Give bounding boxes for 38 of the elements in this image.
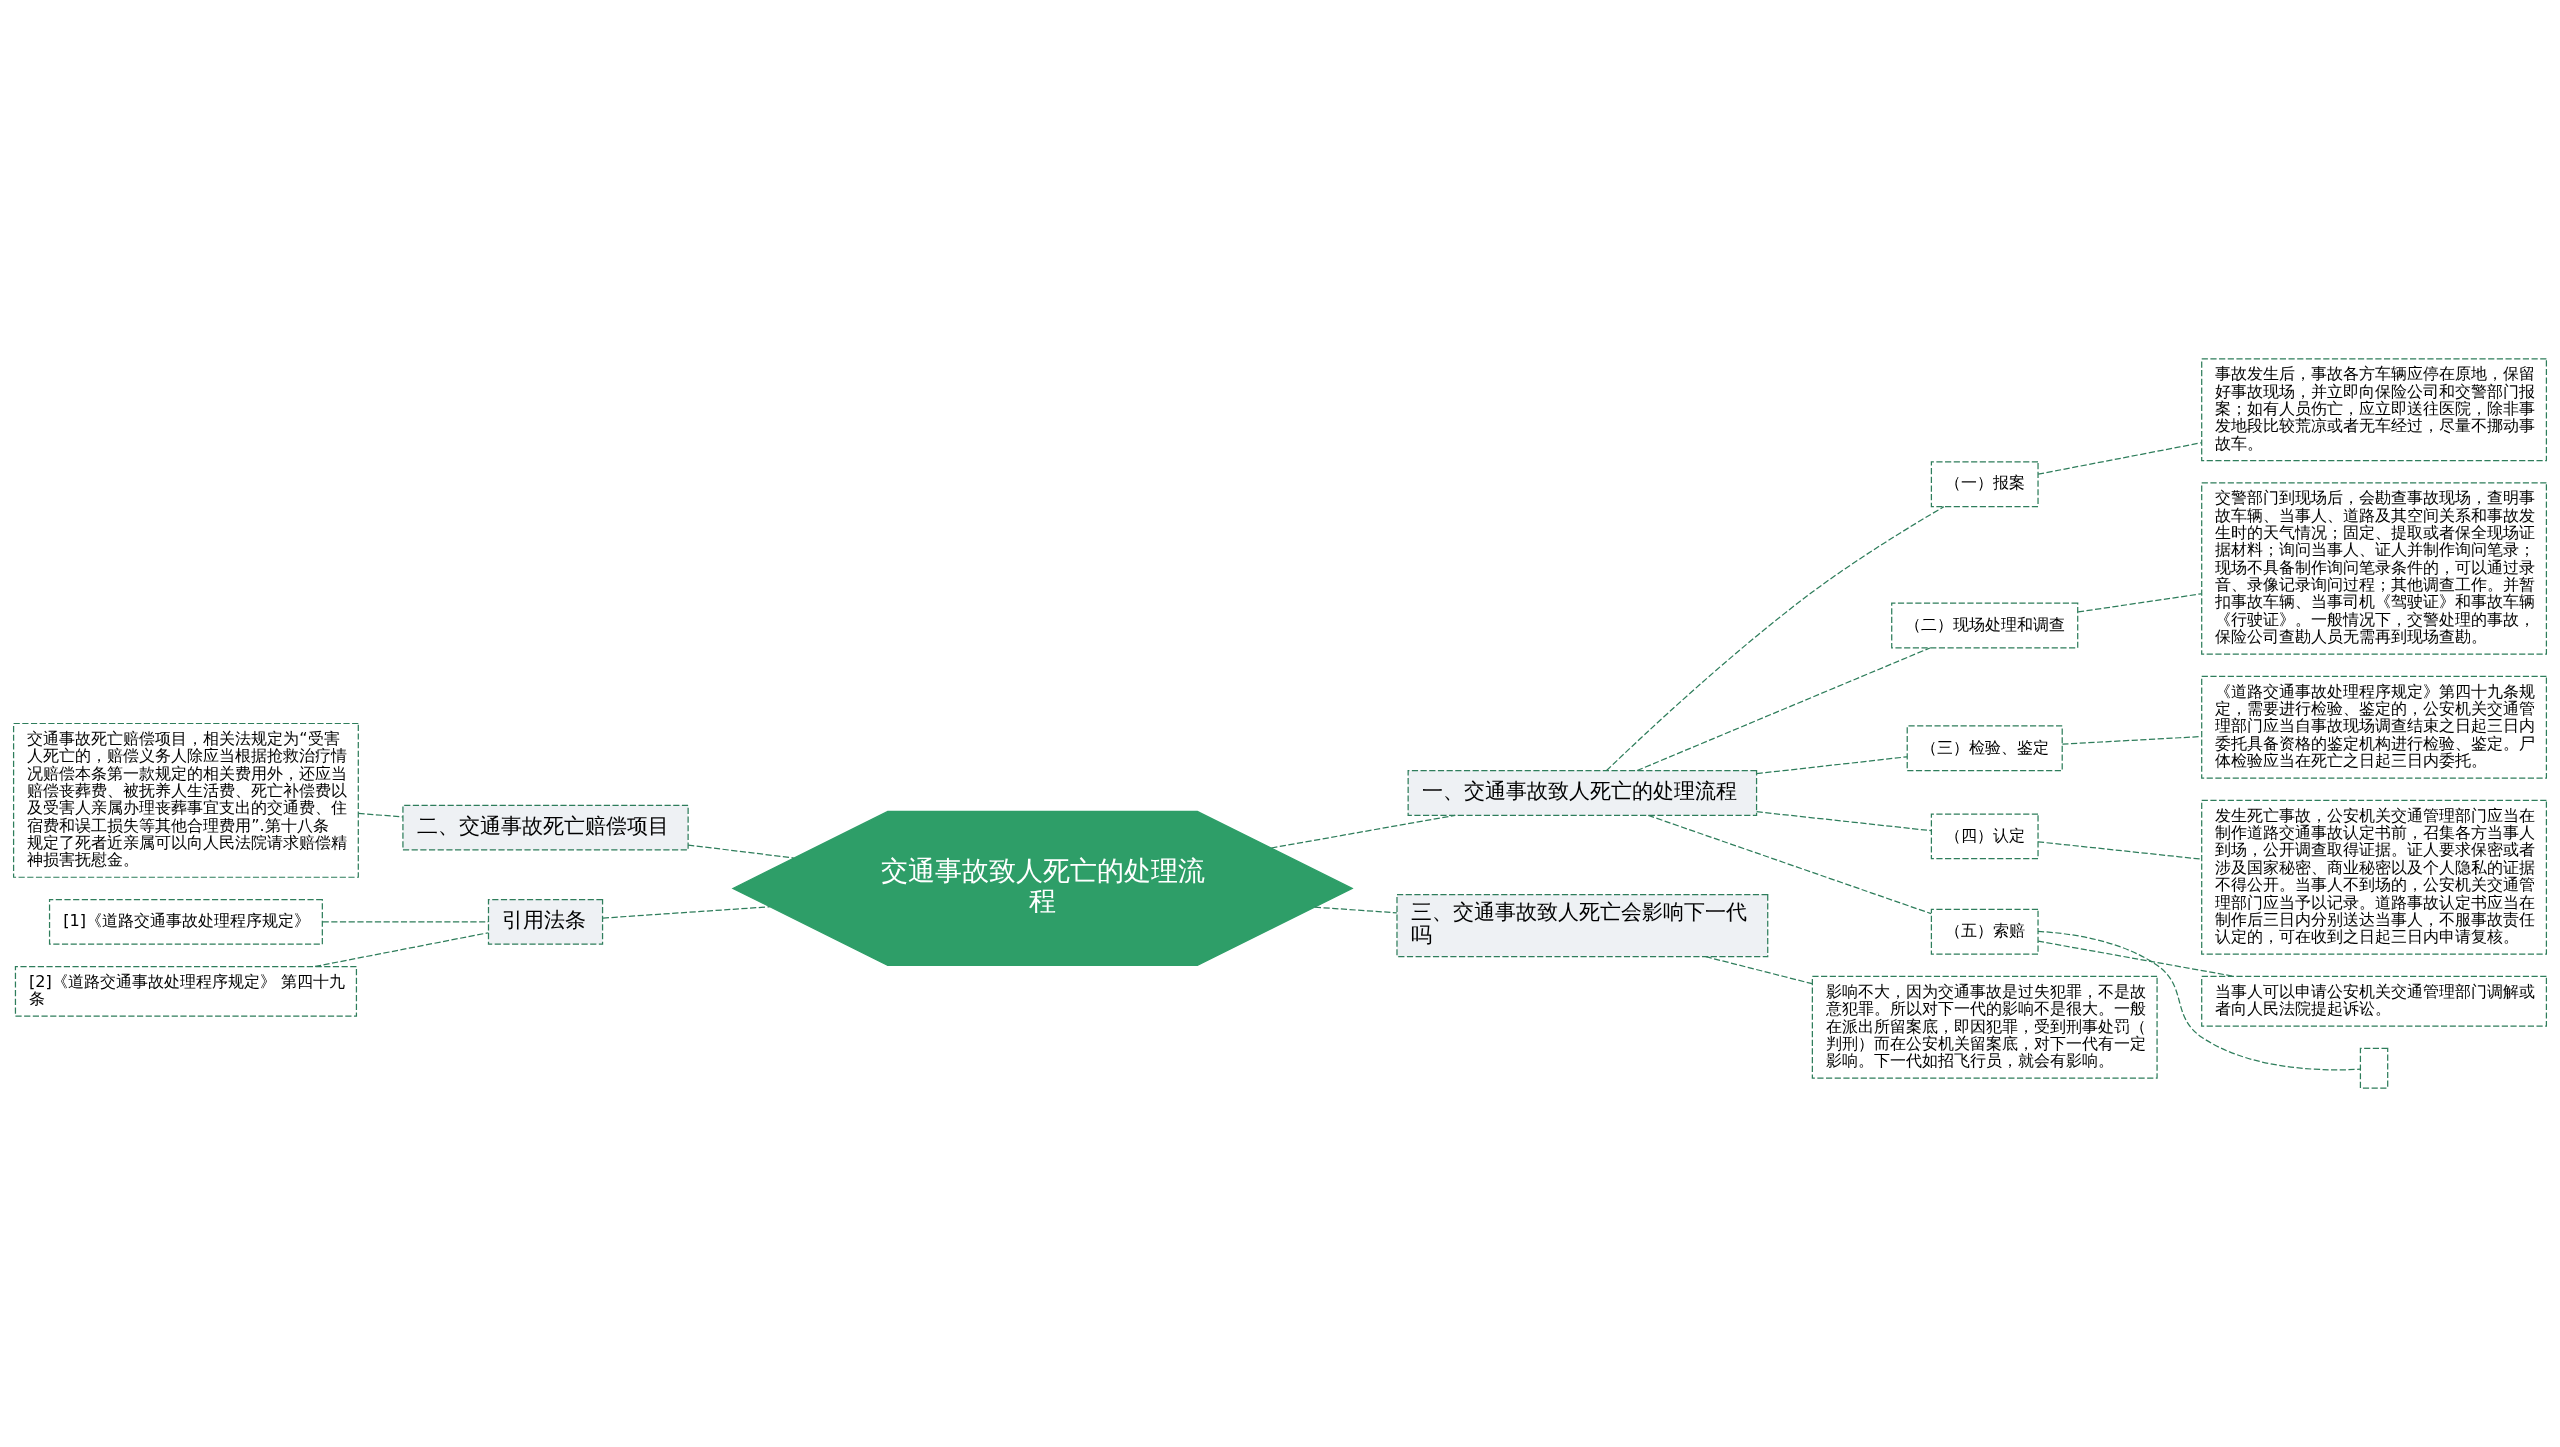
- node-box: 影响不大，因为交通事故是过失犯罪，不是故意犯罪。所以对下一代的影响不是很大。一般在派出所留案底，即因犯罪，受到刑事处罚（判刑）而在公安机关留案底，对下一代有一定影响。下一代如招飞行员，就会有影响。: [1811, 975, 2158, 1079]
- connector: [602, 906, 771, 919]
- node-box: 事故发生后，事故各方车辆应停在原地，保留好事故现场，并立即向保险公司和交警部门报案；如有人员伤亡，应立即送往医院，除非事发地段比较荒凉或者无车经过，尽量不挪动事故车。: [2201, 358, 2548, 462]
- connector: [1705, 956, 1813, 985]
- connector: [314, 932, 490, 968]
- node-box: 交警部门到现场后，会勘查事故现场，查明事故车辆、当事人、道路及其空间关系和事故发生时的天气情况；固定、提取或者保全现场证据材料；询问当事人、证人并制作询问笔录；现场不具备制作询问笔录条件的，可以通过录音、录像记录询问过程；其他调查工作。并暂扣事故车辆、当事司机《驾驶证》和事故车辆《行驶证》。一般情况下，交警处理的事故，保险公司查勘人员无需再到现场查勘。: [2201, 482, 2548, 655]
- connector: [1756, 811, 1932, 832]
- node-box: 发生死亡事故，公安机关交通管理部门应当在制作道路交通事故认定书前，召集各方当事人到场，公开调查取得证据。证人要求保密或者涉及国家秘密、商业秘密以及个人隐私的证据不得公开。当事人不到场的，公安机关交通管理部门应当予以记录。道路事故认定书应当在制作后三日内分别送达当事人，不服事故责任认定的，可在收到之日起三日内申请复核。: [2201, 799, 2548, 955]
- node-box: （一）报案: [1930, 461, 2039, 508]
- connector: [687, 844, 795, 859]
- node-box: （五）索赔: [1930, 908, 2039, 955]
- node-box: （四）认定: [1930, 813, 2039, 860]
- node-box: [1]《道路交通事故处理程序规定》: [48, 898, 323, 945]
- node-box: 交通事故死亡赔偿项目，相关法规定为“受害人死亡的，赔偿义务人除应当根据抢救治疗情况赔偿本条第一款规定的相关费用外，还应当赔偿丧葬费、被抚养人生活费、死亡补偿费以及受害人亲属办理丧葬事宜支出的交通费、住宿费和误工损失等其他合理费用”.第十八条规定了死者近亲属可以向人民法院请求赔偿精神损害抚慰金。: [12, 722, 359, 878]
- node-box: 二、交通事故死亡赔偿项目: [402, 804, 689, 851]
- node-box: [2]《道路交通事故处理程序规定》 第四十九条: [14, 965, 358, 1017]
- connector: [1647, 814, 1932, 915]
- connector: [2037, 841, 2202, 860]
- node-box: （三）检验、鉴定: [1906, 725, 2063, 772]
- connector: [2037, 930, 2361, 1071]
- node-box: 当事人可以申请公安机关交通管理部门调解或者向人民法院提起诉讼。: [2201, 975, 2548, 1027]
- node-box: 《道路交通事故处理程序规定》第四十九条规定，需要进行检验、鉴定的，公安机关交通管理部门应当自事故现场调查结束之日起三日内委托具备资格的鉴定机构进行检验、鉴定。尸体检验应当在死亡之日起三日内委托。: [2201, 675, 2548, 779]
- node-box: 引用法条: [487, 898, 604, 945]
- connector: [357, 812, 404, 818]
- connector: [1605, 506, 1945, 772]
- node-box: （二）现场处理和调查: [1891, 602, 2079, 649]
- node-box: 一、交通事故致人死亡的处理流程: [1407, 770, 1758, 816]
- connector: [1270, 814, 1456, 849]
- connector: [1756, 756, 1908, 775]
- connector: [2037, 940, 2235, 977]
- connector: [1636, 647, 1931, 772]
- connector: [322, 921, 489, 923]
- connector: [2061, 735, 2202, 745]
- connector: [2037, 442, 2202, 475]
- connector: [2077, 593, 2203, 613]
- node-box: 三、交通事故致人死亡会影响下一代吗: [1396, 894, 1769, 958]
- connector: [1314, 906, 1398, 914]
- node-box: [2359, 1047, 2389, 1089]
